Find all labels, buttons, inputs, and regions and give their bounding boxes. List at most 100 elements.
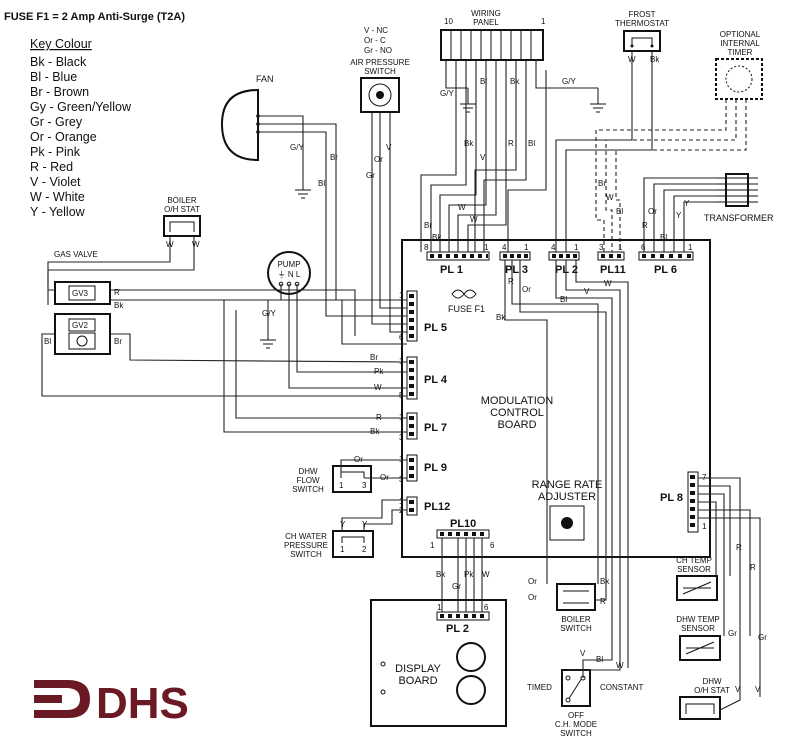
- boiler-oh-stat: BOILER O/H STAT W W: [163, 196, 201, 249]
- key-item: Or - Orange: [30, 130, 97, 144]
- svg-text:4: 4: [551, 243, 556, 252]
- fan: FAN: [220, 74, 274, 162]
- range-rate-adjuster: RANGE RATE ADJUSTER: [532, 479, 602, 541]
- display-board: 1 6 PL 2 DISPLAY BOARD: [370, 599, 507, 727]
- svg-text:W: W: [628, 55, 636, 64]
- earth-icon: [260, 320, 276, 349]
- svg-text:1: 1: [484, 243, 489, 252]
- svg-text:BOILER: BOILER: [167, 196, 197, 205]
- svg-text:ADJUSTER: ADJUSTER: [538, 491, 596, 503]
- svg-text:AIR PRESSURE: AIR PRESSURE: [350, 58, 410, 67]
- key-item: Br - Brown: [30, 85, 89, 99]
- svg-text:Or: Or: [528, 577, 537, 586]
- svg-text:Or: Or: [380, 473, 389, 482]
- svg-text:3: 3: [599, 243, 604, 252]
- svg-text:SWITCH: SWITCH: [560, 729, 592, 738]
- svg-text:PL 4: PL 4: [424, 374, 448, 386]
- svg-text:1: 1: [524, 243, 529, 252]
- svg-text:6: 6: [399, 333, 404, 342]
- svg-text:Bl: Bl: [528, 139, 535, 148]
- svg-text:V: V: [386, 143, 392, 152]
- svg-text:G/Y: G/Y: [440, 89, 454, 98]
- svg-text:Gr: Gr: [452, 582, 461, 591]
- svg-text:Y: Y: [684, 199, 690, 208]
- adjuster-knob-icon: [561, 517, 573, 529]
- svg-text:V: V: [755, 685, 761, 694]
- svg-text:PL 6: PL 6: [654, 264, 677, 276]
- pl9-connector: 1 3 PL 9: [399, 454, 447, 484]
- svg-text:Bk: Bk: [436, 570, 446, 579]
- svg-text:3: 3: [399, 433, 404, 442]
- svg-text:TIMED: TIMED: [527, 683, 552, 692]
- svg-text:BOARD: BOARD: [398, 675, 437, 687]
- svg-text:PUMP: PUMP: [277, 260, 300, 269]
- key-item: W - White: [30, 190, 85, 204]
- svg-text:R: R: [114, 288, 120, 297]
- svg-text:BOARD: BOARD: [497, 419, 536, 431]
- svg-text:3: 3: [362, 481, 367, 490]
- frost-thermostat: FROST THERMOSTAT: [615, 10, 669, 52]
- svg-text:10: 10: [444, 17, 453, 26]
- svg-text:FLOW: FLOW: [296, 476, 320, 485]
- svg-text:PL 1: PL 1: [440, 264, 463, 276]
- svg-text:CH TEMP: CH TEMP: [676, 556, 712, 565]
- svg-text:Pk: Pk: [374, 367, 384, 376]
- svg-text:Br: Br: [330, 153, 338, 162]
- svg-text:W: W: [604, 279, 612, 288]
- svg-text:SWITCH: SWITCH: [364, 67, 396, 76]
- dhs-logo-text: DHS: [96, 679, 189, 728]
- svg-text:Bk: Bk: [114, 301, 124, 310]
- ch-water-pressure-switch: CH WATER PRESSURE SWITCH 1 2: [284, 530, 374, 559]
- svg-text:DHW: DHW: [702, 677, 722, 686]
- svg-text:FAN: FAN: [256, 74, 274, 84]
- svg-text:Y: Y: [340, 520, 346, 529]
- svg-text:PL 2: PL 2: [446, 623, 469, 635]
- svg-text:Or: Or: [522, 285, 531, 294]
- svg-text:R: R: [642, 221, 648, 230]
- key-title: Key Colour: [30, 37, 92, 51]
- svg-text:PL 8: PL 8: [660, 492, 683, 504]
- svg-text:THERMOSTAT: THERMOSTAT: [615, 19, 669, 28]
- svg-text:W: W: [192, 240, 200, 249]
- svg-text:MODULATION: MODULATION: [481, 395, 554, 407]
- svg-text:Or: Or: [354, 455, 363, 464]
- svg-text:SWITCH: SWITCH: [560, 624, 592, 633]
- transformer: TRANSFORMER: [704, 173, 774, 223]
- svg-text:SENSOR: SENSOR: [677, 565, 711, 574]
- svg-text:PL 5: PL 5: [424, 322, 447, 334]
- svg-text:1: 1: [399, 497, 404, 506]
- svg-text:G/Y: G/Y: [262, 309, 276, 318]
- board-label: MODULATION CONTROL BOARD: [481, 395, 554, 431]
- svg-text:⏚ N L: ⏚ N L: [278, 270, 301, 279]
- svg-text:PL 7: PL 7: [424, 422, 447, 434]
- svg-text:Or: Or: [374, 155, 383, 164]
- gas-valve: GAS VALVE GV3 GV2: [54, 250, 111, 355]
- svg-text:PL 3: PL 3: [505, 264, 528, 276]
- svg-text:Bl: Bl: [318, 179, 325, 188]
- ch-mode-switch: TIMED CONSTANT OFF C.H. MODE SWITCH: [527, 669, 644, 738]
- svg-text:R: R: [376, 413, 382, 422]
- svg-text:R: R: [736, 543, 742, 552]
- svg-text:O/H STAT: O/H STAT: [694, 686, 730, 695]
- fan-housing-icon: [220, 88, 259, 162]
- svg-text:GAS VALVE: GAS VALVE: [54, 250, 98, 259]
- svg-text:Bl: Bl: [560, 295, 567, 304]
- svg-text:2: 2: [362, 545, 367, 554]
- svg-text:FROST: FROST: [628, 10, 655, 19]
- svg-text:Br: Br: [114, 337, 122, 346]
- wires: [41, 51, 761, 711]
- dhs-logo-swoosh-icon: [34, 680, 90, 718]
- svg-text:PL 9: PL 9: [424, 462, 447, 474]
- svg-text:DHW TEMP: DHW TEMP: [676, 615, 719, 624]
- svg-text:CH WATER: CH WATER: [285, 532, 327, 541]
- svg-text:OFF: OFF: [568, 711, 584, 720]
- svg-text:Y: Y: [676, 211, 682, 220]
- svg-text:BOILER: BOILER: [561, 615, 591, 624]
- svg-text:1: 1: [541, 17, 546, 26]
- svg-text:W: W: [470, 215, 478, 224]
- svg-text:Bk: Bk: [600, 577, 610, 586]
- svg-text:DISPLAY: DISPLAY: [395, 663, 441, 675]
- svg-text:Bk: Bk: [510, 77, 520, 86]
- pl6-connector: 6 1 PL 6: [638, 243, 694, 276]
- svg-text:Bl: Bl: [480, 77, 487, 86]
